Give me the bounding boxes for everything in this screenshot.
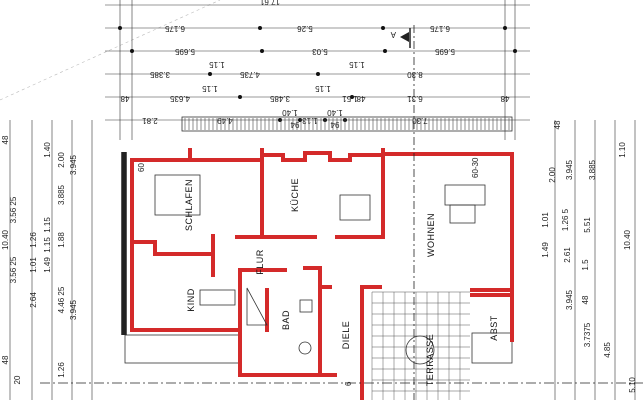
dimension-top: 6.175 xyxy=(164,24,185,33)
dimension-right: 3.7375 xyxy=(583,322,592,347)
dimension-top: 2.81 xyxy=(142,116,158,125)
dimension-right: 3.945 xyxy=(565,289,574,310)
dimension-lines xyxy=(9,0,636,400)
dimension-right: 5.51 xyxy=(583,217,592,233)
section-marker: A xyxy=(390,25,415,400)
room-label-kueche: KÜCHE xyxy=(290,178,300,212)
dimension-top: 3.485 xyxy=(269,94,290,103)
room-label-schlafen: SCHLAFEN xyxy=(184,179,194,231)
dimension-left: 3.945 xyxy=(69,154,78,175)
dimension-left: 1.15 xyxy=(43,237,52,253)
room-label-kind: KIND xyxy=(186,288,196,312)
dimension-top: 6.31 xyxy=(407,94,423,103)
dimension-top: 1.15 xyxy=(202,84,218,93)
terrace-tiles xyxy=(371,291,470,400)
note-6: 6 xyxy=(344,381,353,386)
dimension-right: 1.01 xyxy=(541,212,550,228)
dimension-right: 1.10 xyxy=(618,142,627,158)
dimension-right: 2.61 xyxy=(563,247,572,263)
dimension-top: 5.695 xyxy=(434,47,455,56)
dimension-top: 4.635 xyxy=(169,94,190,103)
dimension-right: 1.49 xyxy=(541,242,550,258)
room-label-abst: ABST xyxy=(489,315,499,341)
dimension-top: 4.735 xyxy=(239,70,260,79)
dimension-left: 3.56 25 xyxy=(9,256,18,283)
room-label-terrasse: TERRASSE xyxy=(425,334,435,387)
dimension-left: 1.40 xyxy=(43,142,52,158)
walls xyxy=(121,148,514,400)
dimension-left: 1.26 xyxy=(29,232,38,248)
dimension-right: 10.40 xyxy=(623,229,632,250)
dimension-top: 94 xyxy=(290,120,299,129)
dimension-top: 1.15 xyxy=(315,84,331,93)
dimension-left: 1.49 xyxy=(43,257,52,273)
dimension-left: 1.01 xyxy=(29,257,38,273)
dimension-right: 4.85 xyxy=(603,342,612,358)
dimension-left: 3.56 25 xyxy=(9,196,18,223)
dimension-right: 48 xyxy=(581,295,590,304)
dimension-top: 48 xyxy=(500,94,509,103)
dimension-top: 48 xyxy=(356,94,365,103)
dimension-right: 3.885 xyxy=(588,159,597,180)
furniture xyxy=(154,174,486,365)
dimension-left: 3.945 xyxy=(69,299,78,320)
dimension-right: 48 xyxy=(553,120,562,129)
dimension-top: 17.61 xyxy=(259,0,280,6)
dimension-top: 6.175 xyxy=(429,24,450,33)
dimension-left: 2.00 xyxy=(57,152,66,168)
dimension-top: 1.51 xyxy=(342,94,358,103)
room-label-bad: BAD xyxy=(281,310,291,330)
dimension-left: 1.15 xyxy=(43,217,52,233)
note-60: 60 xyxy=(137,163,146,172)
dimension-left: 1.26 xyxy=(57,362,66,378)
dimension-left: 4.46 25 xyxy=(57,286,66,313)
dimension-top: 5.26 xyxy=(297,24,313,33)
dimension-top: 3.385 xyxy=(149,70,170,79)
section-label: A xyxy=(390,30,396,39)
dimension-left: 48 xyxy=(1,355,10,364)
dimension-top: 8.30 xyxy=(407,70,423,79)
guide-line xyxy=(0,0,221,101)
dimension-top: 5.03 xyxy=(312,47,328,56)
dimension-top: 48 xyxy=(120,94,129,103)
dimension-top: 7.30 xyxy=(412,116,428,125)
dimension-right: 5.10 xyxy=(628,377,637,393)
dimension-left: 2.64 xyxy=(29,292,38,308)
dimension-right: 1.5 xyxy=(581,259,590,271)
dimension-top: 1.13 xyxy=(302,116,318,125)
dimension-right: 3.945 xyxy=(565,159,574,180)
dimension-left: 20 xyxy=(13,375,22,384)
dimension-left: 48 xyxy=(1,135,10,144)
dimension-right: 1.26 5 xyxy=(561,208,570,231)
dimension-top: 1.40 xyxy=(327,108,343,117)
room-label-wohnen: WOHNEN xyxy=(426,213,436,257)
dimension-labels: 17.61 6.175 5.26 6.175 5.695 5.03 5.695 3.385 1.… xyxy=(1,0,637,393)
dimension-left: 1.88 xyxy=(57,232,66,248)
note-60-30: 60-30 xyxy=(471,157,480,178)
dimension-top: 1.15 xyxy=(209,60,225,69)
eaves-hatching xyxy=(124,116,513,364)
dimension-right: 2.00 xyxy=(548,167,557,183)
dimension-left: 10.40 xyxy=(1,229,10,250)
dimension-top: 94 xyxy=(330,120,339,129)
dimension-left: 3.885 xyxy=(57,184,66,205)
dimension-top: 1.15 xyxy=(349,60,365,69)
dimension-top: 5.695 xyxy=(174,47,195,56)
room-label-diele: DIELE xyxy=(341,321,351,350)
room-label-flur: FLUR xyxy=(255,249,265,275)
dimension-top: 1.40 xyxy=(282,108,298,117)
